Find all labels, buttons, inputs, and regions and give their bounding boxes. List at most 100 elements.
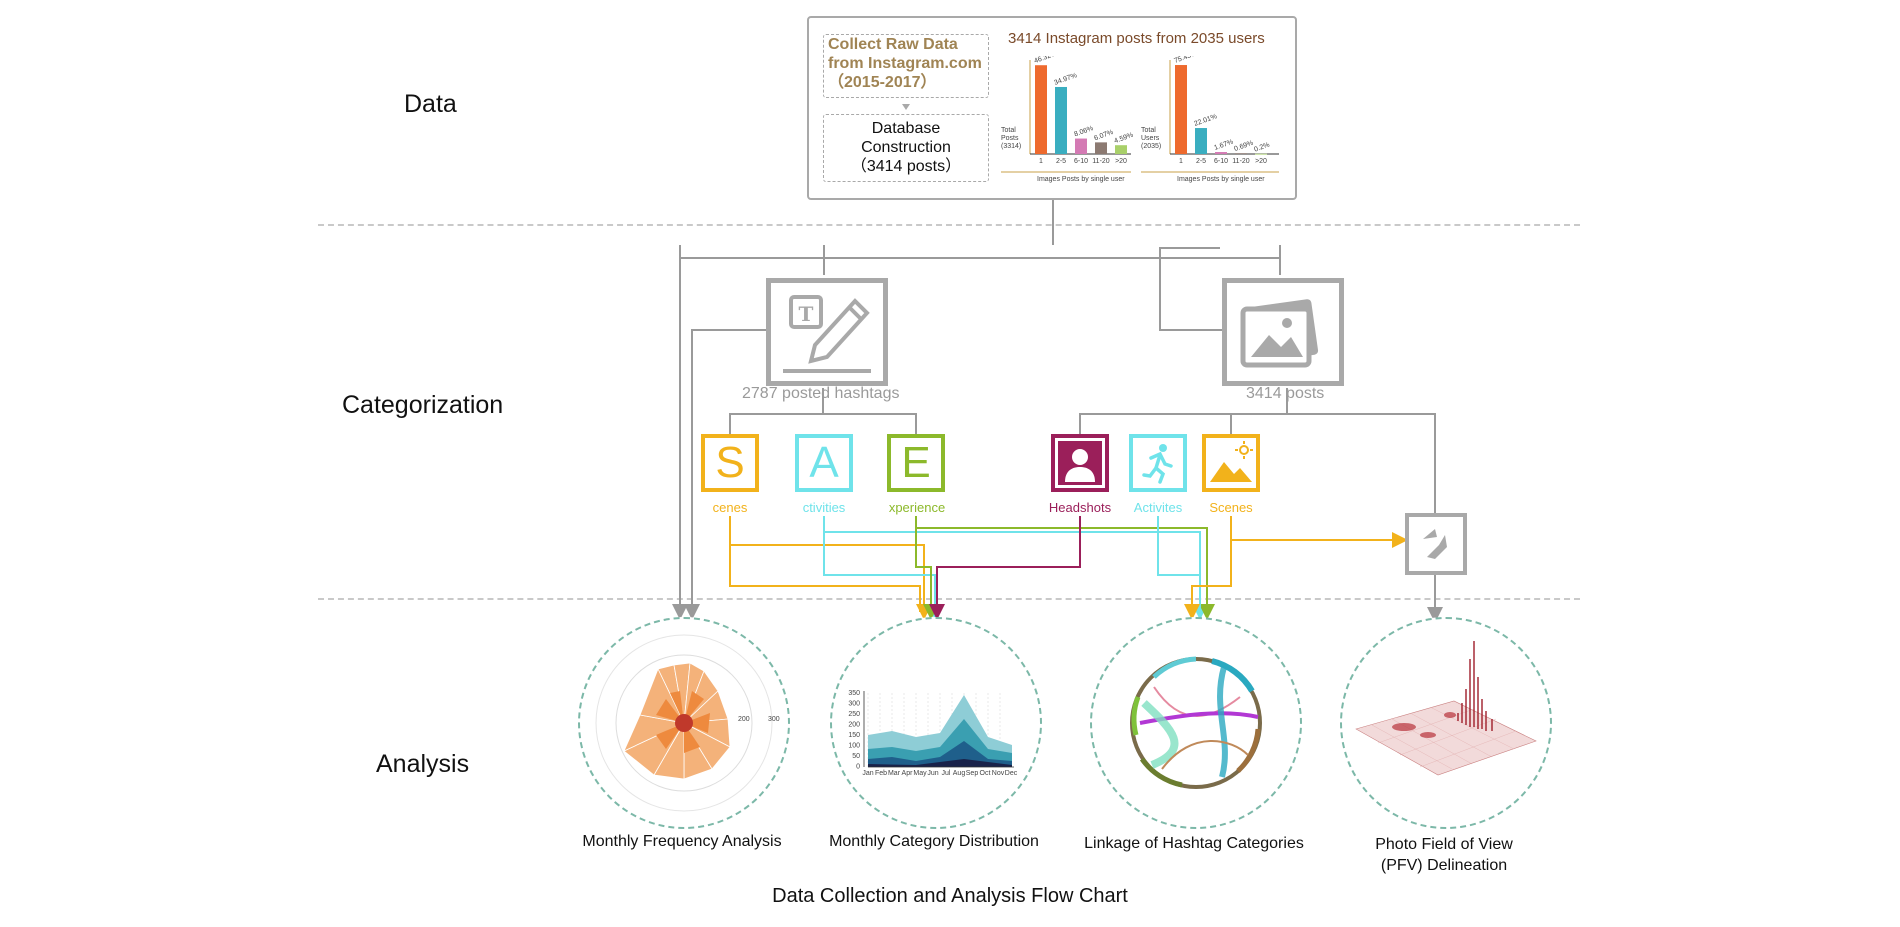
- db-line-1: Database: [871, 120, 941, 137]
- posts-caption: 3414 posts: [1246, 385, 1325, 402]
- chart2-tick-label-2: 6-10: [1214, 158, 1228, 165]
- scenes-label: cenes: [712, 500, 748, 515]
- chart1-bar-4: [1115, 145, 1127, 154]
- headshots-box: [1051, 434, 1109, 492]
- database-construction-box: Database Construction （3414 posts）: [823, 114, 989, 182]
- rose-ring-label-300: 300: [768, 716, 780, 723]
- area-month-label-11: Dec: [1005, 770, 1018, 777]
- chart2-tick-label-1: 2-5: [1196, 158, 1206, 165]
- posts-per-user-bar-chart: Total Posts (3314) Images Posts by singl…: [1001, 56, 1134, 183]
- collect-raw-data-box: Collect Raw Data from Instagram.com （201…: [823, 34, 989, 98]
- linkage-circle: [1090, 617, 1302, 829]
- area-y-tick-5: 100: [848, 743, 860, 750]
- chart2-data-label-3: 0.69%: [1233, 140, 1254, 153]
- chart1-tick-label-4: >20: [1115, 158, 1127, 165]
- running-icon: [1142, 444, 1173, 484]
- data-source-box: Collect Raw Data from Instagram.com （201…: [807, 16, 1297, 200]
- chart1-data-label-3: 6.07%: [1093, 129, 1114, 142]
- collect-line-1: Collect Raw Data: [828, 36, 958, 53]
- chart2-bar-4: [1255, 153, 1267, 155]
- chart1-tick-label-2: 6-10: [1074, 158, 1088, 165]
- chart2-bar-1: [1195, 128, 1207, 154]
- row-label-categorization: Categorization: [342, 391, 504, 419]
- scenes-image-label: Scenes: [1209, 500, 1253, 515]
- field-of-view-icon: [1423, 529, 1447, 559]
- scenes-letter-box: S: [701, 434, 759, 492]
- collect-line-2: from Instagram.com: [828, 55, 982, 72]
- area-month-label-0: Jan: [862, 770, 873, 777]
- chord-diagram-thumbnail: [1130, 656, 1262, 789]
- area-y-tick-2: 250: [848, 711, 860, 718]
- chart2-tick-label-4: >20: [1255, 158, 1267, 165]
- chart1-axis-line-1: Total: [1001, 127, 1016, 134]
- rose-chart-thumbnail: 200 300: [595, 634, 780, 812]
- chart1-x-caption: Images Posts by single user: [1037, 176, 1125, 183]
- activities-label: ctivities: [802, 500, 846, 515]
- chart2-bar-3: [1235, 153, 1247, 154]
- hashtag-text-icon: T: [766, 278, 888, 386]
- caption-linkage: Linkage of Hashtag Categories: [1084, 835, 1304, 852]
- scenes-image-box: [1202, 434, 1260, 492]
- hashtags-caption: 2787 posted hashtags: [742, 385, 900, 402]
- collect-line-3: （2015-2017）: [828, 74, 937, 91]
- db-line-2: Construction: [861, 139, 951, 156]
- 3d-histogram-thumbnail: [1355, 641, 1537, 776]
- instagram-posts-title: 3414 Instagram posts from 2035 users: [1008, 30, 1265, 47]
- chart2-data-label-4: 0.2%: [1253, 142, 1270, 154]
- db-line-3: （3414 posts）: [850, 158, 962, 175]
- experience-label: xperience: [888, 500, 946, 515]
- caption-monthly-category: Monthly Category Distribution: [829, 833, 1039, 850]
- area-y-tick-6: 50: [852, 753, 860, 760]
- separator-categorization-analysis: [318, 598, 1580, 600]
- chart1-data-label-2: 8.06%: [1073, 125, 1094, 138]
- person-icon: [1058, 441, 1102, 485]
- chart2-data-label-0: 75.43%: [1173, 56, 1198, 65]
- chart1-tick-label-0: 1: [1039, 158, 1043, 165]
- chart2-axis-line-1: Total: [1141, 127, 1156, 134]
- separator-data-categorization: [318, 224, 1580, 226]
- activites-box: [1129, 434, 1187, 492]
- experience-letter: E: [901, 438, 931, 487]
- area-y-tick-1: 300: [848, 701, 860, 708]
- chart2-x-caption: Images Posts by single user: [1177, 176, 1265, 183]
- chart1-data-label-0: 46.32%: [1033, 56, 1058, 65]
- chart2-bar-2: [1215, 152, 1227, 154]
- rose-ring-label-200: 200: [738, 716, 750, 723]
- chart2-data-label-1: 22.01%: [1193, 113, 1218, 128]
- area-month-label-4: May: [913, 770, 927, 777]
- area-month-label-7: Aug: [953, 770, 966, 777]
- chart1-tick-label-3: 11-20: [1092, 158, 1109, 165]
- area-month-label-1: Feb: [875, 770, 887, 777]
- row-label-analysis: Analysis: [376, 750, 470, 778]
- activities-letter: A: [809, 438, 839, 487]
- chart1-bar-0: [1035, 65, 1047, 154]
- chart1-bar-2: [1075, 138, 1087, 154]
- chart1-data-label-1: 34.97%: [1053, 72, 1078, 87]
- pfv-circle: [1340, 617, 1552, 829]
- area-y-tick-3: 200: [848, 722, 860, 729]
- area-y-tick-4: 150: [848, 732, 860, 739]
- chart2-tick-label-3: 11-20: [1232, 158, 1249, 165]
- image-gallery-icon: [1222, 278, 1344, 386]
- area-y-tick-7: 0: [856, 764, 860, 771]
- figure-caption: Data Collection and Analysis Flow Chart: [772, 885, 1128, 907]
- area-month-label-10: Nov: [992, 770, 1005, 777]
- area-month-label-8: Sep: [966, 770, 979, 777]
- experience-letter-box: E: [887, 434, 945, 492]
- chart1-axis-line-2: Posts: [1001, 135, 1019, 142]
- users-per-post-count-bar-chart: Total Users (2035) Images Posts by singl…: [1141, 56, 1279, 183]
- scenes-letter: S: [715, 438, 745, 487]
- area-month-label-6: Jul: [942, 770, 951, 777]
- area-month-label-5: Jun: [927, 770, 938, 777]
- chart2-data-label-2: 1.67%: [1213, 139, 1234, 152]
- activities-letter-box: A: [795, 434, 853, 492]
- monthly-frequency-circle: 200 300: [578, 617, 790, 829]
- area-month-label-3: Apr: [902, 770, 914, 777]
- chart1-bar-1: [1055, 86, 1067, 154]
- area-y-tick-0: 350: [848, 690, 860, 697]
- chart1-data-label-4: 4.59%: [1113, 132, 1134, 145]
- chart2-bar-0: [1175, 65, 1187, 154]
